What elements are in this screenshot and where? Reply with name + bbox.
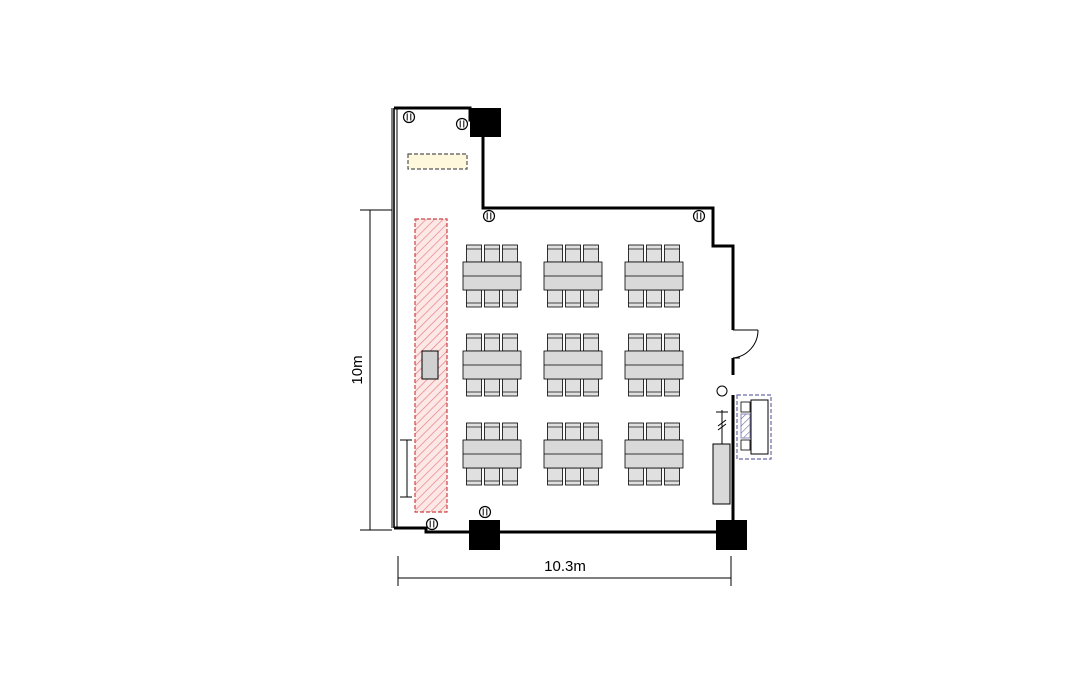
chair bbox=[547, 378, 563, 397]
chair bbox=[565, 422, 581, 441]
chair bbox=[565, 378, 581, 397]
blue-area bbox=[736, 394, 772, 460]
chair bbox=[484, 378, 500, 397]
chair bbox=[664, 422, 680, 441]
chair bbox=[484, 289, 500, 308]
chair bbox=[484, 467, 500, 486]
chair bbox=[547, 467, 563, 486]
chair bbox=[484, 422, 500, 441]
chair bbox=[502, 467, 518, 486]
chair bbox=[565, 333, 581, 352]
chair bbox=[628, 422, 644, 441]
chair bbox=[547, 289, 563, 308]
chair bbox=[628, 244, 644, 263]
chair bbox=[583, 333, 599, 352]
chair bbox=[466, 289, 482, 308]
chair bbox=[565, 467, 581, 486]
chair bbox=[547, 422, 563, 441]
chair bbox=[466, 422, 482, 441]
chair bbox=[628, 467, 644, 486]
chair bbox=[664, 244, 680, 263]
height-dimension: 10m bbox=[349, 209, 392, 531]
chair bbox=[484, 244, 500, 263]
chair bbox=[466, 467, 482, 486]
chair bbox=[502, 378, 518, 397]
chair bbox=[664, 333, 680, 352]
chair bbox=[664, 289, 680, 308]
chair bbox=[502, 333, 518, 352]
chair bbox=[565, 244, 581, 263]
chair bbox=[583, 422, 599, 441]
chair bbox=[646, 378, 662, 397]
column-bottom-left bbox=[469, 520, 500, 550]
chair bbox=[466, 244, 482, 263]
chair bbox=[628, 333, 644, 352]
width-dimension: 10.3m bbox=[397, 556, 732, 586]
column-bottom-right bbox=[716, 520, 747, 550]
yellow-area bbox=[407, 153, 468, 170]
width-label: 10.3m bbox=[544, 558, 586, 575]
height-label: 10m bbox=[349, 355, 366, 384]
chair bbox=[628, 289, 644, 308]
door bbox=[732, 329, 759, 359]
chair bbox=[664, 378, 680, 397]
chair bbox=[502, 422, 518, 441]
side-counter bbox=[712, 385, 731, 505]
chair bbox=[628, 378, 644, 397]
chair bbox=[583, 244, 599, 263]
chair bbox=[565, 289, 581, 308]
chair bbox=[664, 467, 680, 486]
chair bbox=[583, 467, 599, 486]
chair bbox=[466, 333, 482, 352]
chair bbox=[502, 244, 518, 263]
chair bbox=[502, 289, 518, 308]
chair bbox=[466, 378, 482, 397]
chair bbox=[646, 244, 662, 263]
lectern bbox=[421, 350, 439, 380]
chair bbox=[646, 467, 662, 486]
chair bbox=[646, 422, 662, 441]
chair bbox=[484, 333, 500, 352]
chair bbox=[583, 289, 599, 308]
chair bbox=[646, 289, 662, 308]
chair bbox=[646, 333, 662, 352]
chair bbox=[583, 378, 599, 397]
chair bbox=[547, 333, 563, 352]
column-top bbox=[470, 108, 501, 137]
wall-fixture bbox=[400, 439, 412, 498]
chair bbox=[547, 244, 563, 263]
table-grid bbox=[462, 244, 684, 486]
